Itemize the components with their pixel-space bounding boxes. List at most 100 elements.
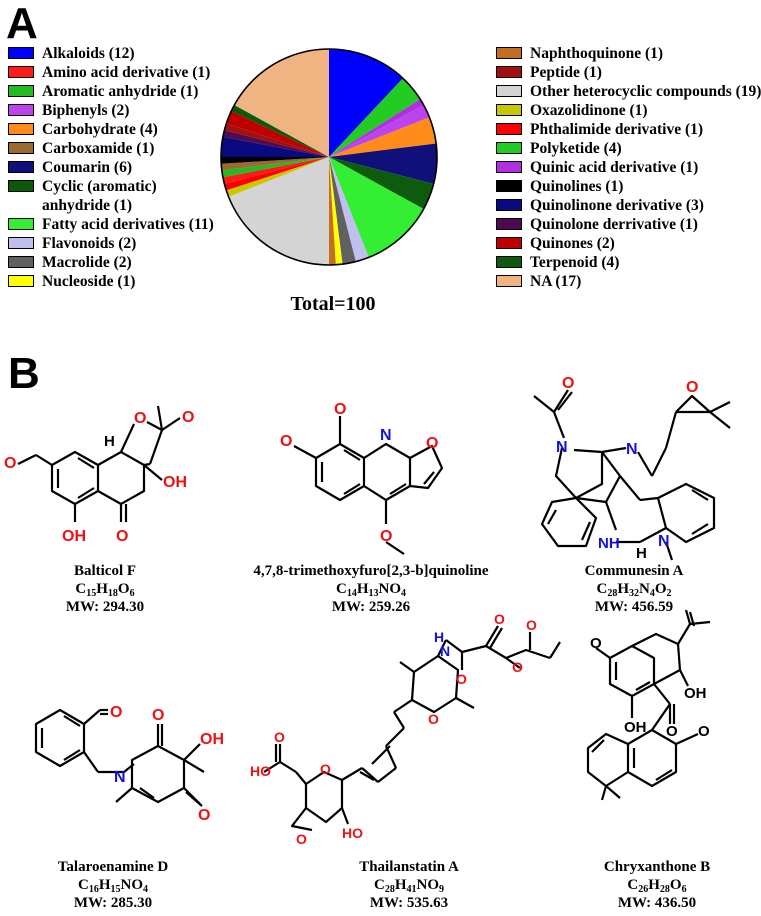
legend-label: Quinolone derrivative (1) <box>530 216 698 233</box>
atom-oxygen: O <box>590 635 602 652</box>
legend-right: Naphthoquinone (1)Peptide (1)Other heter… <box>496 44 761 291</box>
atom-oxygen: O <box>280 433 292 450</box>
compound-balticol-f: O O O OH OH O H Balticol F C15H18O6 MW: … <box>0 384 210 616</box>
compound-name: Talaroenamine D <box>57 859 169 875</box>
atom-nitrogen: N <box>380 427 392 444</box>
legend-item: Phthalimide derivative (1) <box>496 120 761 139</box>
atom-hydroxyl: OH <box>62 528 86 545</box>
atom-oxygen: O <box>428 711 439 727</box>
pie-slice <box>329 117 437 157</box>
legend-item: Terpenoid (4) <box>496 253 761 272</box>
atom-hydroxyl: HO <box>342 825 363 841</box>
atom-oxygen: O <box>182 409 194 426</box>
legend-swatch <box>8 123 34 135</box>
legend-item: Flavonoids (2) <box>8 234 222 253</box>
legend-item: Carbohydrate (4) <box>8 120 222 139</box>
legend-swatch <box>496 47 522 59</box>
pie-slice <box>329 157 424 258</box>
structure-communesin-a: O N N O NH H N <box>533 375 731 562</box>
compound-formula: C26H28O6 <box>627 877 687 895</box>
legend-swatch <box>8 161 34 173</box>
atom-nitrogen: N <box>440 643 450 659</box>
compound-formula: C14H13NO4 <box>335 581 406 599</box>
pie-slice <box>222 157 329 184</box>
atom-oxygen: O <box>198 807 210 824</box>
compound-name: Thailanstatin A <box>359 859 459 875</box>
atom-oxygen: O <box>698 723 710 740</box>
pie-outline <box>220 48 438 266</box>
atom-hydroxyl: OH <box>163 474 187 491</box>
legend-item: Quinolines (1) <box>496 177 761 196</box>
compound-thailanstatin-a: H N O O O O O O HO O HO O Thailanstatin … <box>250 611 568 912</box>
legend-label: Flavonoids (2) <box>42 235 137 252</box>
pie-slice <box>221 157 329 171</box>
pie-slice <box>226 157 329 197</box>
legend-item: Nucleoside (1) <box>8 272 222 291</box>
legend-label: Macrolide (2) <box>42 254 132 271</box>
legend-item: Amino acid derivative (1) <box>8 63 222 82</box>
legend-swatch <box>496 161 522 173</box>
compound-formula: C28H32N4O2 <box>596 581 672 599</box>
legend-swatch <box>496 218 522 230</box>
pie-slice <box>224 123 329 157</box>
pie-slice <box>220 157 329 164</box>
legend-label: Carboxamide (1) <box>42 140 155 157</box>
atom-oxygen: O <box>562 375 574 392</box>
compound-chryxanthone-b: O OH OH O O Chryxanthone B C26H28O6 MW: … <box>560 609 754 912</box>
pie-slice <box>329 157 434 210</box>
legend-item: Quinic acid derivative (1) <box>496 158 761 177</box>
legend-left: Alkaloids (12) Amino acid derivative (1)A… <box>8 44 222 291</box>
legend-item: Oxazolidinone (1) <box>496 101 761 120</box>
compound-mw: MW: 294.30 <box>65 599 145 615</box>
compound-name: Communesin A <box>584 563 684 579</box>
atom-oxygen: O <box>116 528 128 545</box>
atom-hydrogen: H <box>636 545 647 562</box>
pie-slice <box>221 157 329 178</box>
atom-nitrogen: N <box>658 533 670 550</box>
pie-slice <box>228 157 329 265</box>
compound-communesin-a: O N N O NH H N Communesin A C28H32N4O2 M… <box>516 352 752 616</box>
compound-name: 4,7,8-trimethoxyfuro[2,3-b]quinoline <box>253 563 489 579</box>
atom-oxygen: O <box>494 611 505 627</box>
pie-slice <box>329 143 438 184</box>
legend-swatch <box>496 275 522 287</box>
pie-slice <box>329 99 424 157</box>
legend-swatch <box>496 123 522 135</box>
compound-name: Chryxanthone B <box>603 859 711 875</box>
legend-swatch <box>496 256 522 268</box>
atom-nitrogen: N <box>114 769 126 786</box>
legend-label: Phthalimide derivative (1) <box>530 121 704 138</box>
atom-oxygen: O <box>296 831 307 847</box>
structure-balticol-f: O O O OH OH O H <box>4 405 194 545</box>
pie-slice <box>329 157 343 265</box>
legend-swatch <box>8 104 34 116</box>
pie-slice <box>224 157 329 191</box>
legend-item: NA (17) <box>496 272 761 291</box>
legend-swatch <box>496 199 522 211</box>
legend-label: Amino acid derivative (1) <box>42 64 211 81</box>
atom-oxygen: O <box>686 379 698 396</box>
legend-swatch <box>8 237 34 249</box>
legend-label: Oxazolidinone (1) <box>530 102 648 119</box>
legend-label: Terpenoid (4) <box>530 254 620 271</box>
legend-label: Cyclic (aromatic) anhydride (1) <box>42 178 157 214</box>
atom-amine-h: H <box>434 629 444 645</box>
panel-b-label: B <box>8 349 40 398</box>
atom-oxygen: O <box>666 723 678 740</box>
legend-label: Alkaloids (12) <box>42 45 135 62</box>
legend-label: Peptide (1) <box>530 64 602 81</box>
atom-oxygen: O <box>134 410 146 427</box>
atom-hydroxyl: HO <box>250 763 271 779</box>
legend-item: Peptide (1) <box>496 63 761 82</box>
atom-oxygen: O <box>380 528 392 545</box>
legend-item: Aromatic anhydride (1) <box>8 82 222 101</box>
legend-item: Macrolide (2) <box>8 253 222 272</box>
pie-chart <box>220 48 438 266</box>
panel-a-label: A <box>6 0 38 48</box>
compound-formula: C16H15NO4 <box>77 877 148 895</box>
legend-swatch <box>8 142 34 154</box>
legend-label: Quinolines (1) <box>530 178 624 195</box>
pie-slice <box>231 104 329 157</box>
atom-nitrogen: N <box>556 439 568 456</box>
pie-slice <box>222 130 329 157</box>
